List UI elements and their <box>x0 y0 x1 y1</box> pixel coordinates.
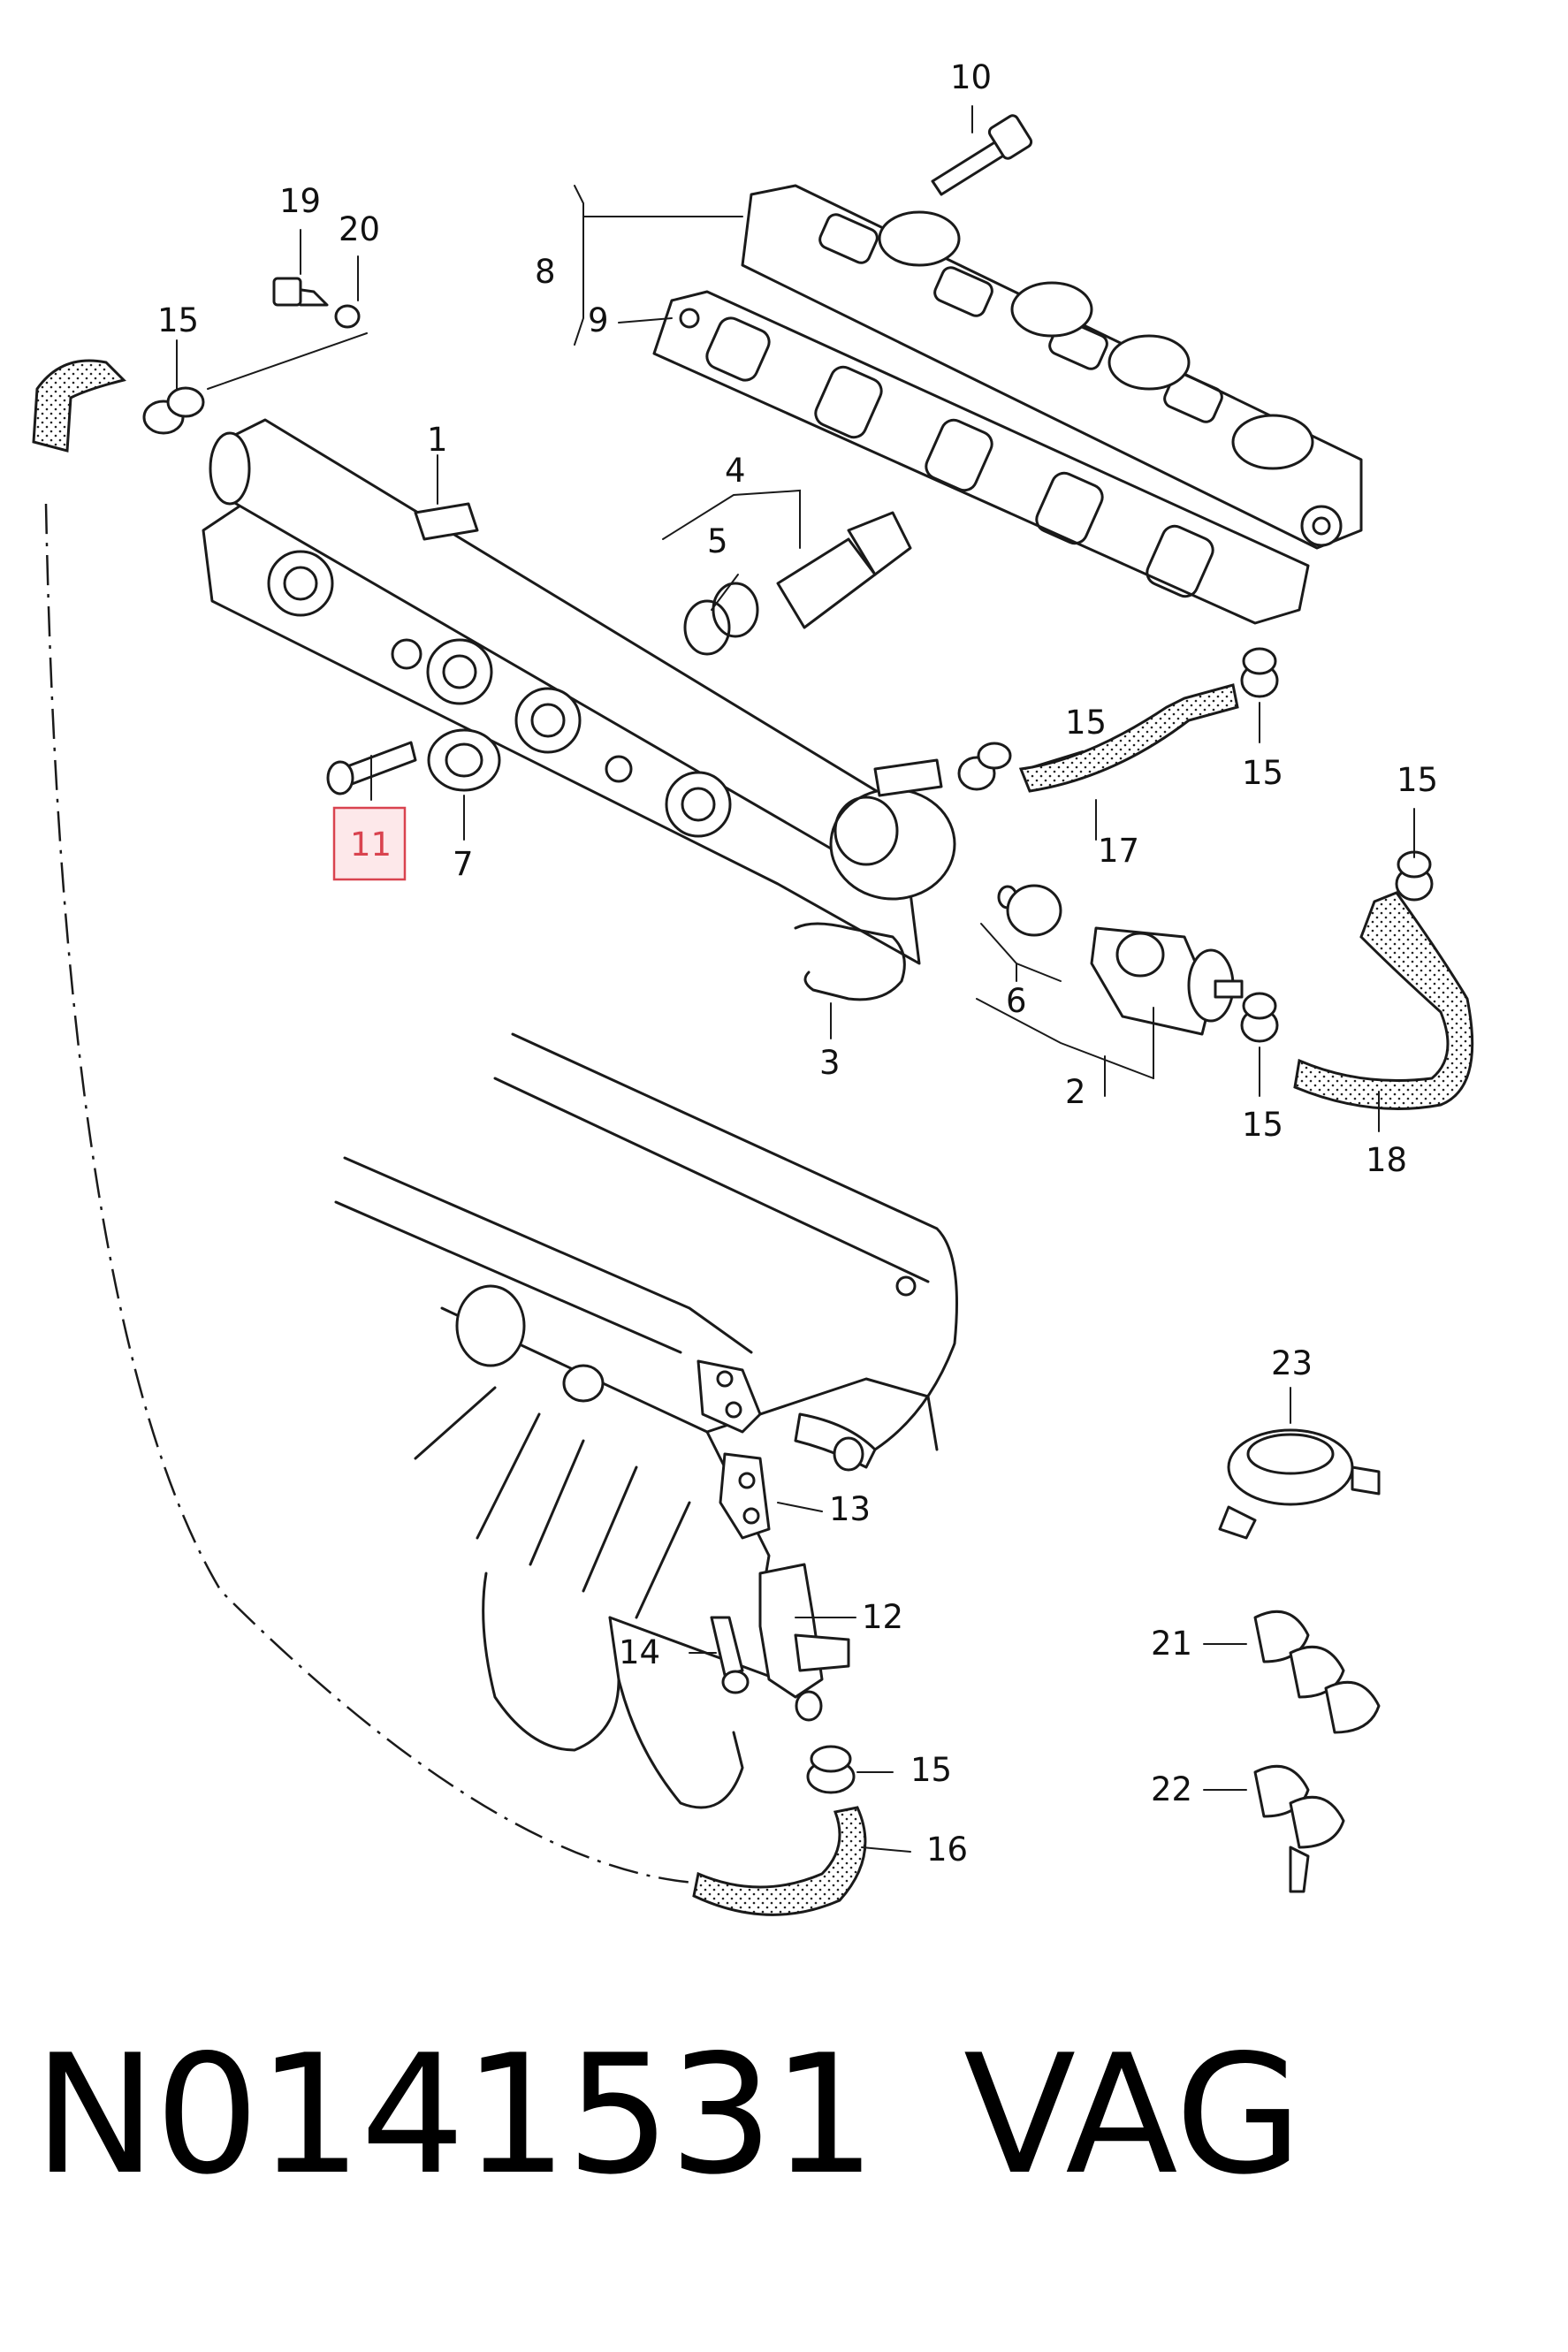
hose-route-line <box>44 503 695 1884</box>
leader-lines <box>176 105 1415 1853</box>
label-20: 20 <box>339 210 380 248</box>
label-14: 14 <box>619 1633 660 1671</box>
label-11: 11 <box>350 826 392 864</box>
bolt-10-part <box>931 114 1033 196</box>
label-16: 16 <box>926 1831 968 1869</box>
part-number-text: N0141531 <box>34 2019 877 2211</box>
label-3: 3 <box>819 1044 841 1082</box>
label-7: 7 <box>453 845 474 883</box>
label-8: 8 <box>535 253 556 291</box>
bolt-11-part <box>326 741 417 795</box>
brand-text: VAG <box>963 2019 1303 2211</box>
label-4: 4 <box>725 452 746 490</box>
fuel-rail-part <box>202 418 956 965</box>
label-17: 17 <box>1098 832 1139 870</box>
label-9: 9 <box>588 301 609 339</box>
sender-4-part <box>683 511 912 656</box>
label-18: 18 <box>1366 1141 1407 1179</box>
intake-flange-part <box>741 184 1363 550</box>
label-15-a: 15 <box>157 301 199 339</box>
valve-12-part <box>758 1563 850 1722</box>
bolt-14-part <box>710 1616 750 1694</box>
label-15-f: 15 <box>910 1751 952 1789</box>
hose-left-part <box>32 359 126 453</box>
label-1: 1 <box>427 421 448 459</box>
washer-20-part <box>334 304 361 329</box>
label-6: 6 <box>1006 982 1027 1020</box>
label-10: 10 <box>950 58 992 96</box>
label-15-b: 15 <box>1065 704 1107 742</box>
seal-7-part <box>427 728 501 792</box>
clip-22-part <box>1253 1764 1345 1893</box>
clamp-15-d-part <box>1395 850 1434 902</box>
clamp-15-e-part <box>1240 992 1279 1043</box>
intake-manifold-part <box>334 1032 958 1809</box>
vacuum-unit-23-part <box>1218 1428 1381 1540</box>
label-5: 5 <box>707 522 728 560</box>
regulator-2-part <box>997 884 1244 1036</box>
hose-16-part <box>692 1806 867 1916</box>
clamp-15-c-part <box>1240 647 1279 698</box>
label-23: 23 <box>1271 1344 1313 1382</box>
clip-3-part <box>794 922 906 1001</box>
label-15-e: 15 <box>1242 1106 1283 1144</box>
label-13: 13 <box>829 1490 871 1528</box>
label-22: 22 <box>1151 1770 1192 1808</box>
clamp-15-f-part <box>806 1745 856 1794</box>
label-15-d: 15 <box>1397 761 1438 799</box>
clip-21-part <box>1253 1610 1381 1734</box>
clamp-15-b-part <box>957 742 1012 791</box>
hose-18-part <box>1293 891 1474 1110</box>
highlight-box <box>332 806 407 881</box>
bolt-19-part <box>272 277 329 307</box>
label-15-c: 15 <box>1242 754 1283 792</box>
label-21: 21 <box>1151 1625 1192 1663</box>
label-2: 2 <box>1065 1073 1086 1111</box>
intake-gasket-part <box>652 290 1310 625</box>
clamp-15-a-part <box>142 386 205 435</box>
label-12: 12 <box>862 1598 903 1636</box>
hose-17-part <box>1018 683 1239 793</box>
gasket-13-part <box>719 1452 771 1540</box>
label-19: 19 <box>279 182 321 220</box>
